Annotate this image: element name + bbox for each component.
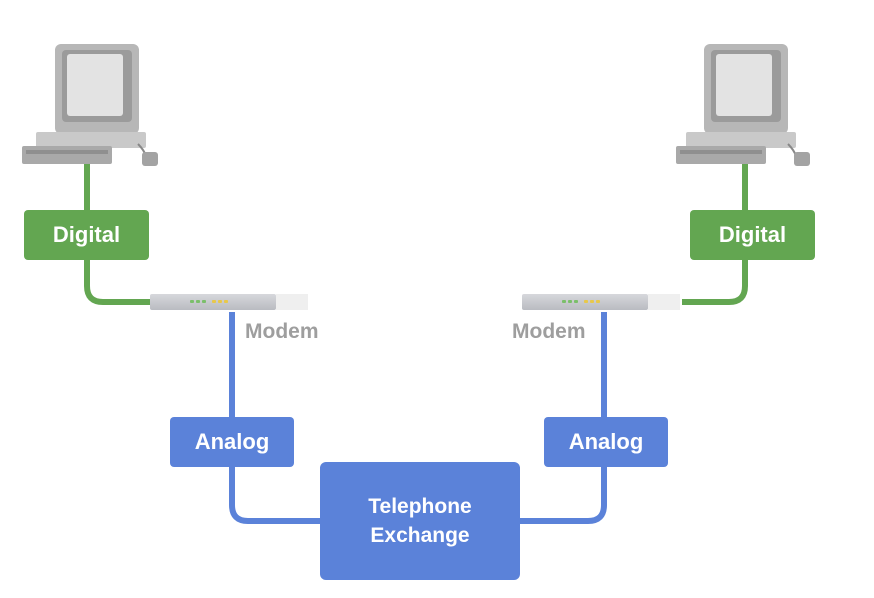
left-digital-label: Digital (24, 210, 149, 260)
right-digital-label: Digital (690, 210, 815, 260)
right-modem-icon (522, 294, 682, 310)
left-modem-icon (150, 294, 310, 310)
right-analog-wire (518, 312, 607, 524)
right-digital-wire (682, 160, 748, 305)
left-computer-icon (22, 44, 158, 166)
right-modem-label: Modem (512, 320, 586, 343)
left-digital-wire (84, 160, 152, 305)
left-analog-label: Analog (170, 417, 294, 467)
left-analog-wire (229, 312, 322, 524)
exchange-label-line2: Exchange (370, 524, 470, 547)
left-modem-label: Modem (245, 320, 319, 343)
telephone-exchange-box: Telephone Exchange (320, 462, 520, 580)
right-computer-icon (676, 44, 810, 166)
exchange-label-line1: Telephone (368, 495, 472, 518)
right-analog-label: Analog (544, 417, 668, 467)
